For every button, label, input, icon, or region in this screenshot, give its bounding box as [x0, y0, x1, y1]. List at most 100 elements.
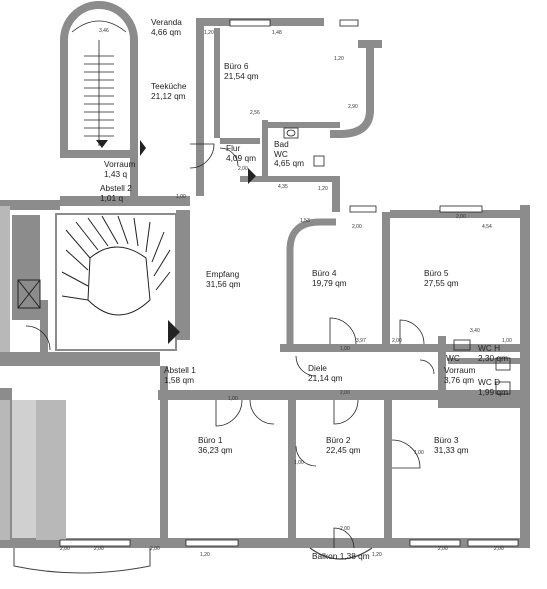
room-name: Büro 3	[434, 435, 459, 445]
room-name: Vorraum	[104, 159, 136, 169]
dimension-label: 2,00	[340, 390, 350, 396]
room-area: 22,45 qm	[326, 444, 361, 455]
room-area: 1,99 qm	[478, 386, 508, 397]
windows	[59, 19, 519, 547]
dimension-label: 1,00	[228, 396, 238, 402]
dimension-label: 1,20	[334, 56, 344, 62]
room-name: Veranda	[151, 17, 182, 27]
room-name: WC H	[478, 343, 501, 353]
room-name: Abstell 2	[100, 183, 132, 193]
dimension-label: 1,53	[300, 218, 310, 224]
room-name: Büro 6	[224, 61, 249, 71]
doors	[25, 143, 435, 549]
dimension-label: 2,00	[456, 214, 466, 220]
room-label-abstell1: Abstell 1 1,58 qm	[164, 365, 196, 385]
top-staircase	[71, 20, 127, 146]
room-area: 36,23 qm	[198, 444, 233, 455]
room-label-wc: WC	[446, 353, 460, 364]
room-label-buero1: Büro 1 36,23 qm	[198, 435, 233, 455]
dimension-label: 4,54	[482, 224, 492, 230]
room-area: 31,56 qm	[206, 278, 241, 289]
dimension-label: 1,20	[200, 552, 210, 558]
room-label-bad-wc: Bad WC 4,65 qm	[274, 139, 304, 169]
room-label-buero2: Büro 2 22,45 qm	[326, 435, 361, 455]
room-area: 3,76 qm	[444, 374, 474, 385]
room-area: 19,79 qm	[312, 277, 347, 288]
dimension-label: 2,00	[494, 546, 504, 552]
room-area: 4,66 qm	[151, 26, 181, 37]
room-name: Bad WC	[274, 139, 289, 159]
room-name: Büro 4	[312, 268, 337, 278]
dimension-label: 1,00	[502, 338, 512, 344]
sanitary-fixtures	[283, 127, 511, 395]
dimension-label: 2,00	[60, 546, 70, 552]
light-walls	[0, 206, 66, 540]
dimension-label: 2,56	[250, 110, 260, 116]
room-name: Büro 1	[198, 435, 223, 445]
room-name: Teeküche	[151, 81, 187, 91]
dimension-label: 2,00	[438, 546, 448, 552]
curved-bay-bottom	[13, 548, 151, 574]
room-label-balkon: Balkon 1,38 qm	[312, 551, 370, 562]
dimension-label: 2,00	[392, 338, 402, 344]
room-name: WC D	[478, 377, 501, 387]
dimension-label: 2,00	[352, 224, 362, 230]
room-area: 1,01 q	[100, 192, 124, 203]
arrows	[96, 140, 256, 344]
dimension-label: 1,20	[204, 30, 214, 36]
room-area: 21,12 qm	[151, 90, 186, 101]
room-label-wc-d: WC D 1,99 qm	[478, 377, 508, 397]
dimension-label: 2,00	[238, 166, 248, 172]
veranda-tower	[60, 1, 138, 150]
room-name: Vorraum	[444, 365, 476, 375]
main-staircase	[55, 213, 177, 351]
dimension-label: 3,40	[470, 328, 480, 334]
room-name: Abstell 1	[164, 365, 196, 375]
room-label-buero4: Büro 4 19,79 qm	[312, 268, 347, 288]
dimension-label: 1,00	[294, 460, 304, 466]
room-name: WC	[446, 353, 460, 363]
room-area: 1,38 qm	[339, 551, 370, 561]
room-label-buero5: Büro 5 27,55 qm	[424, 268, 459, 288]
room-area: 4,65 qm	[274, 158, 304, 168]
dimension-label: 2,90	[348, 104, 358, 110]
room-name: Flur	[226, 143, 241, 153]
room-label-teekueche: Teeküche 21,12 qm	[151, 81, 187, 101]
walls	[0, 18, 530, 548]
room-label-empfang: Empfang 31,56 qm	[206, 269, 241, 289]
room-label-veranda: Veranda 4,66 qm	[151, 17, 182, 37]
elevator	[17, 279, 41, 309]
dimension-label: 1,00	[340, 346, 350, 352]
room-label-buero6: Büro 6 21,54 qm	[224, 61, 259, 81]
room-area: 27,55 qm	[424, 277, 459, 288]
dimension-label: 3,97	[356, 338, 366, 344]
room-area: 31,33 qm	[434, 444, 469, 455]
room-label-buero3: Büro 3 31,33 qm	[434, 435, 469, 455]
dimension-label: 2,00	[150, 546, 160, 552]
room-name: Empfang	[206, 269, 240, 279]
room-label-vorraum-top: Vorraum 1,43 q	[104, 159, 136, 179]
room-name: Büro 2	[326, 435, 351, 445]
dimension-label: 2,00	[94, 546, 104, 552]
room-name: Balkon	[312, 551, 338, 561]
bay-balkon	[309, 547, 373, 560]
room-name: Diele	[308, 363, 327, 373]
bay-wall-buero6	[330, 46, 374, 138]
dimension-label: 3,46	[99, 28, 109, 34]
room-label-abstell2: Abstell 2 1,01 q	[100, 183, 132, 203]
room-label-flur: Flur 4,09 qm	[226, 143, 256, 163]
dimension-label: 4,35	[278, 184, 288, 190]
dimension-label: 1,20	[318, 186, 328, 192]
dimension-label: 2,00	[340, 526, 350, 532]
room-name: Büro 5	[424, 268, 449, 278]
room-area: 21,14 qm	[308, 372, 343, 383]
dimension-label: 1,00	[414, 450, 424, 456]
room-area: 1,58 qm	[164, 374, 194, 385]
room-label-vorraum-right: Vorraum 3,76 qm	[444, 365, 476, 385]
room-label-diele: Diele 21,14 qm	[308, 363, 343, 383]
hatched-area	[12, 400, 36, 538]
room-label-wc-h: WC H 2,30 qm	[478, 343, 508, 363]
room-area: 1,43 q	[104, 168, 128, 179]
dimension-label: 1,20	[372, 552, 382, 558]
